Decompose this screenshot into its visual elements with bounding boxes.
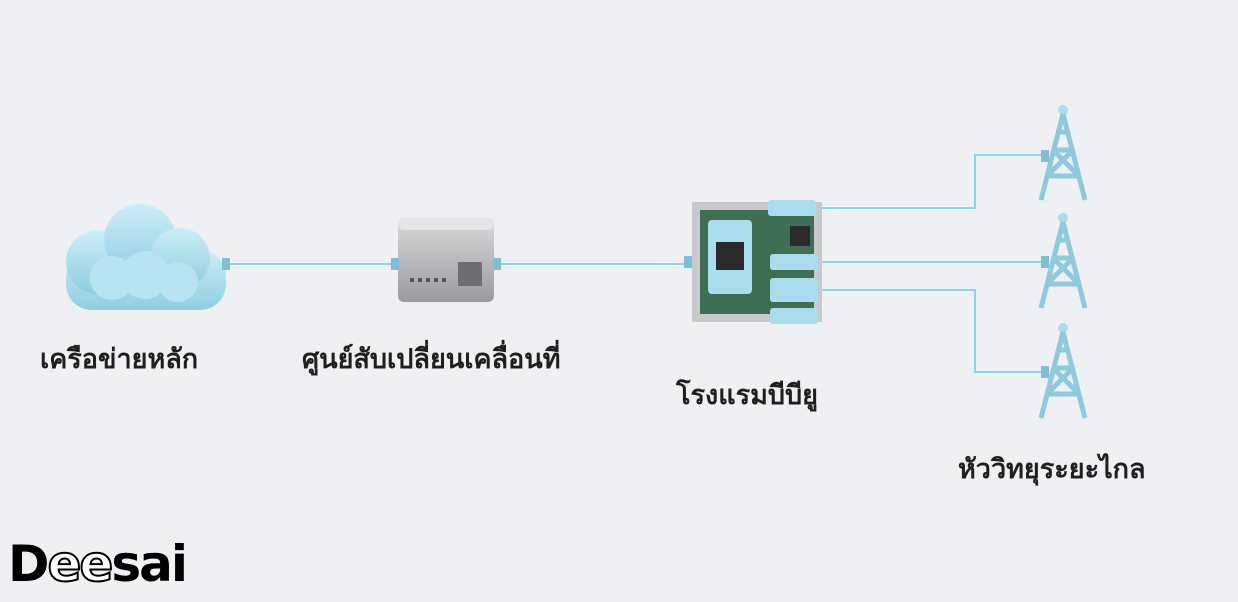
cloud-icon: [66, 204, 230, 310]
link-bbu-to-rrh-3: [822, 289, 1044, 373]
radio-tower-icon: [1038, 213, 1088, 309]
connection-lines: [228, 154, 1044, 373]
deesai-watermark-logo: Deesai: [8, 534, 188, 594]
radio-tower-icon: [1038, 323, 1088, 419]
core-network-label: เครือข่ายหลัก: [40, 344, 199, 375]
rrh-label: หัววิทยุระยะไกล: [958, 454, 1146, 485]
link-bbu-to-rrh-1: [822, 154, 1044, 209]
switch-box-icon: [391, 218, 501, 302]
bbu-hotel-label: โรงแรมบีบียู: [676, 380, 818, 411]
msc-label: ศูนย์สับเปลี่ยนเคลื่อนที่: [302, 344, 561, 375]
bbu-board-icon: [684, 200, 822, 324]
radio-tower-icon: [1038, 105, 1088, 201]
